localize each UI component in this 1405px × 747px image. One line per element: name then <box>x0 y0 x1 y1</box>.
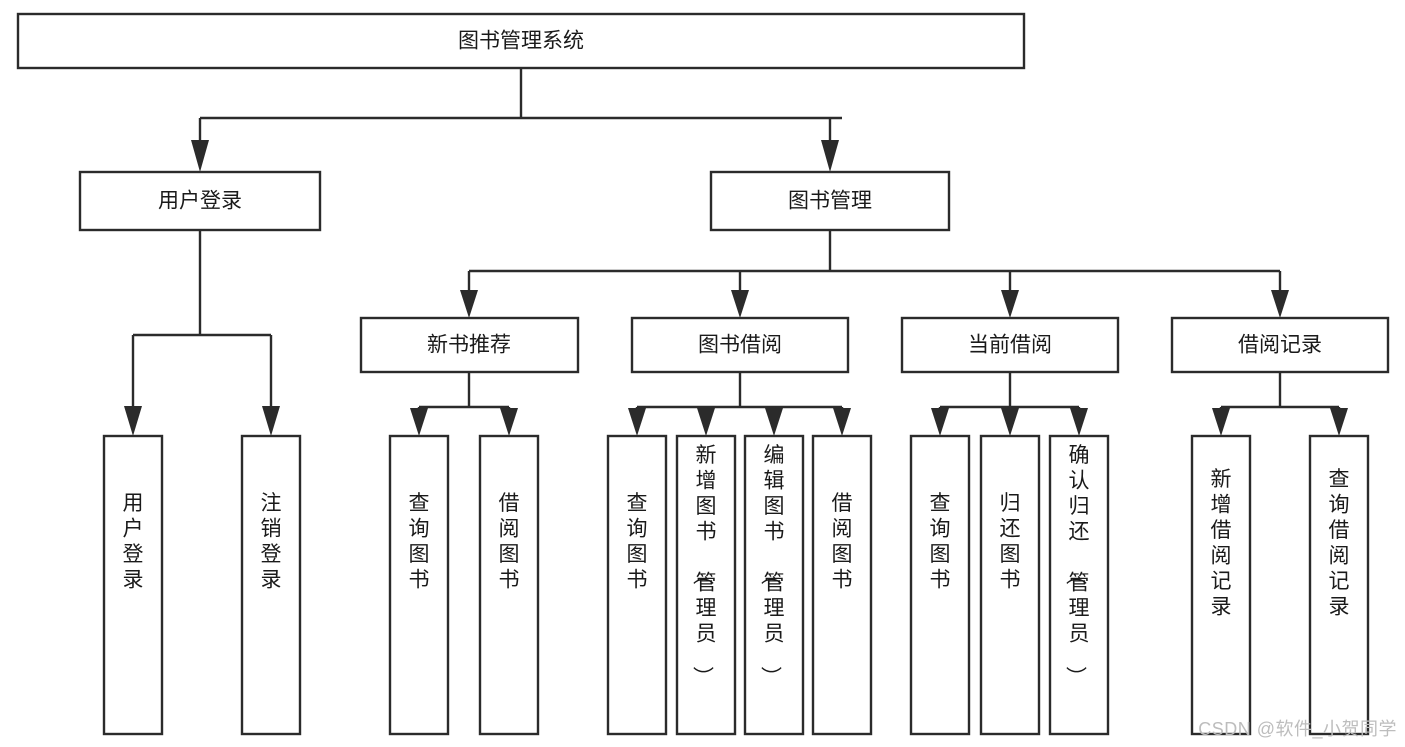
connector-layer <box>124 68 1348 436</box>
node-new-book-rec-box[interactable] <box>359 316 580 374</box>
leaf-borrow-book-2-box[interactable] <box>811 434 873 736</box>
leaf-user-login-label: 用户登录 <box>123 492 144 592</box>
leaf-query-book-2-box[interactable] <box>606 434 668 736</box>
leaf-add-record-label: 新增借阅记录 <box>1211 468 1232 619</box>
arrowhead-book-borrow <box>731 290 749 318</box>
leaf-confirm-return[interactable]: 确认归还（管理员） <box>1048 434 1110 736</box>
leaf-query-book-3[interactable]: 查询图书 <box>909 434 971 736</box>
node-root-box[interactable] <box>16 12 1026 70</box>
arrowhead-leaf-query-book-3 <box>931 408 949 436</box>
leaf-query-record-box[interactable] <box>1308 434 1370 736</box>
leaf-user-login-box[interactable] <box>102 434 164 736</box>
arrowhead-leaf-edit-book <box>765 408 783 436</box>
leaf-query-record[interactable]: 查询借阅记录 <box>1308 434 1370 736</box>
arrowhead-leaf-query-book-2 <box>628 408 646 436</box>
node-book-borrow-box[interactable] <box>630 316 850 374</box>
leaf-add-book-box[interactable] <box>675 434 737 736</box>
node-book-manage[interactable]: 图书管理 <box>709 170 951 232</box>
leaf-logout-box[interactable] <box>240 434 302 736</box>
leaf-logout[interactable]: 注销登录 <box>240 434 302 736</box>
arrowhead-leaf-add-book <box>697 408 715 436</box>
node-book-borrow-label: 图书借阅 <box>698 334 782 357</box>
node-book-manage-label: 图书管理 <box>788 190 872 213</box>
leaf-query-book-2[interactable]: 查询图书 <box>606 434 668 736</box>
leaf-query-book-1[interactable]: 查询图书 <box>388 434 450 736</box>
leaf-return-book[interactable]: 归还图书 <box>979 434 1041 736</box>
leaf-edit-book-label: 编辑图书（管理员） <box>759 444 785 687</box>
arrowhead-leaf-confirm-return <box>1070 408 1088 436</box>
leaf-borrow-book-1-box[interactable] <box>478 434 540 736</box>
leaf-borrow-book-1[interactable]: 借阅图书 <box>478 434 540 736</box>
node-book-borrow[interactable]: 图书借阅 <box>630 316 850 374</box>
node-borrow-record-box[interactable] <box>1170 316 1390 374</box>
node-user-login-box[interactable] <box>78 170 322 232</box>
node-borrow-record[interactable]: 借阅记录 <box>1170 316 1390 374</box>
leaf-borrow-book-2-label: 借阅图书 <box>832 492 853 592</box>
node-current-borrow-label: 当前借阅 <box>968 334 1052 357</box>
arrowhead-book-manage <box>821 140 839 172</box>
leaf-query-book-3-box[interactable] <box>909 434 971 736</box>
node-user-login-label: 用户登录 <box>158 190 242 213</box>
arrowhead-leaf-return-book <box>1001 408 1019 436</box>
node-book-manage-box[interactable] <box>709 170 951 232</box>
node-root-label: 图书管理系统 <box>458 30 584 53</box>
leaf-borrow-book-2[interactable]: 借阅图书 <box>811 434 873 736</box>
leaf-add-book-label: 新增图书（管理员） <box>691 444 717 687</box>
leaf-edit-book[interactable]: 编辑图书（管理员） <box>743 434 805 736</box>
node-current-borrow-box[interactable] <box>900 316 1120 374</box>
arrowhead-new-book-rec <box>460 290 478 318</box>
leaf-confirm-return-label: 确认归还（管理员） <box>1064 444 1090 687</box>
arrowhead-borrow-record <box>1271 290 1289 318</box>
leaf-query-book-2-label: 查询图书 <box>627 492 648 592</box>
node-new-book-rec[interactable]: 新书推荐 <box>359 316 580 374</box>
arrowhead-leaf-borrow-book-2 <box>833 408 851 436</box>
arrowhead-leaf-logout <box>262 406 280 436</box>
leaf-add-book[interactable]: 新增图书（管理员） <box>675 434 737 736</box>
leaf-query-book-3-label: 查询图书 <box>930 492 951 592</box>
node-current-borrow[interactable]: 当前借阅 <box>900 316 1120 374</box>
leaf-query-book-1-box[interactable] <box>388 434 450 736</box>
arrowhead-leaf-user-login <box>124 406 142 436</box>
leaf-logout-label: 注销登录 <box>261 492 282 592</box>
arrowhead-user-login <box>191 140 209 172</box>
leaf-query-book-1-label: 查询图书 <box>409 492 430 592</box>
node-new-book-rec-label: 新书推荐 <box>427 334 511 357</box>
node-user-login[interactable]: 用户登录 <box>78 170 322 232</box>
arrowhead-leaf-query-book-1 <box>410 408 428 436</box>
leaf-edit-book-box[interactable] <box>743 434 805 736</box>
arrowhead-current-borrow <box>1001 290 1019 318</box>
leaf-return-book-box[interactable] <box>979 434 1041 736</box>
leaf-user-login[interactable]: 用户登录 <box>102 434 164 736</box>
leaf-return-book-label: 归还图书 <box>1000 492 1021 592</box>
arrowhead-leaf-query-record <box>1330 408 1348 436</box>
leaf-query-record-label: 查询借阅记录 <box>1329 468 1350 619</box>
arrowhead-leaf-add-record <box>1212 408 1230 436</box>
node-root[interactable]: 图书管理系统 <box>16 12 1026 70</box>
leaf-add-record[interactable]: 新增借阅记录 <box>1190 434 1252 736</box>
leaf-confirm-return-box[interactable] <box>1048 434 1110 736</box>
leaf-add-record-box[interactable] <box>1190 434 1252 736</box>
arrowhead-leaf-borrow-book-1 <box>500 408 518 436</box>
node-borrow-record-label: 借阅记录 <box>1238 334 1322 357</box>
leaf-borrow-book-1-label: 借阅图书 <box>499 492 520 592</box>
